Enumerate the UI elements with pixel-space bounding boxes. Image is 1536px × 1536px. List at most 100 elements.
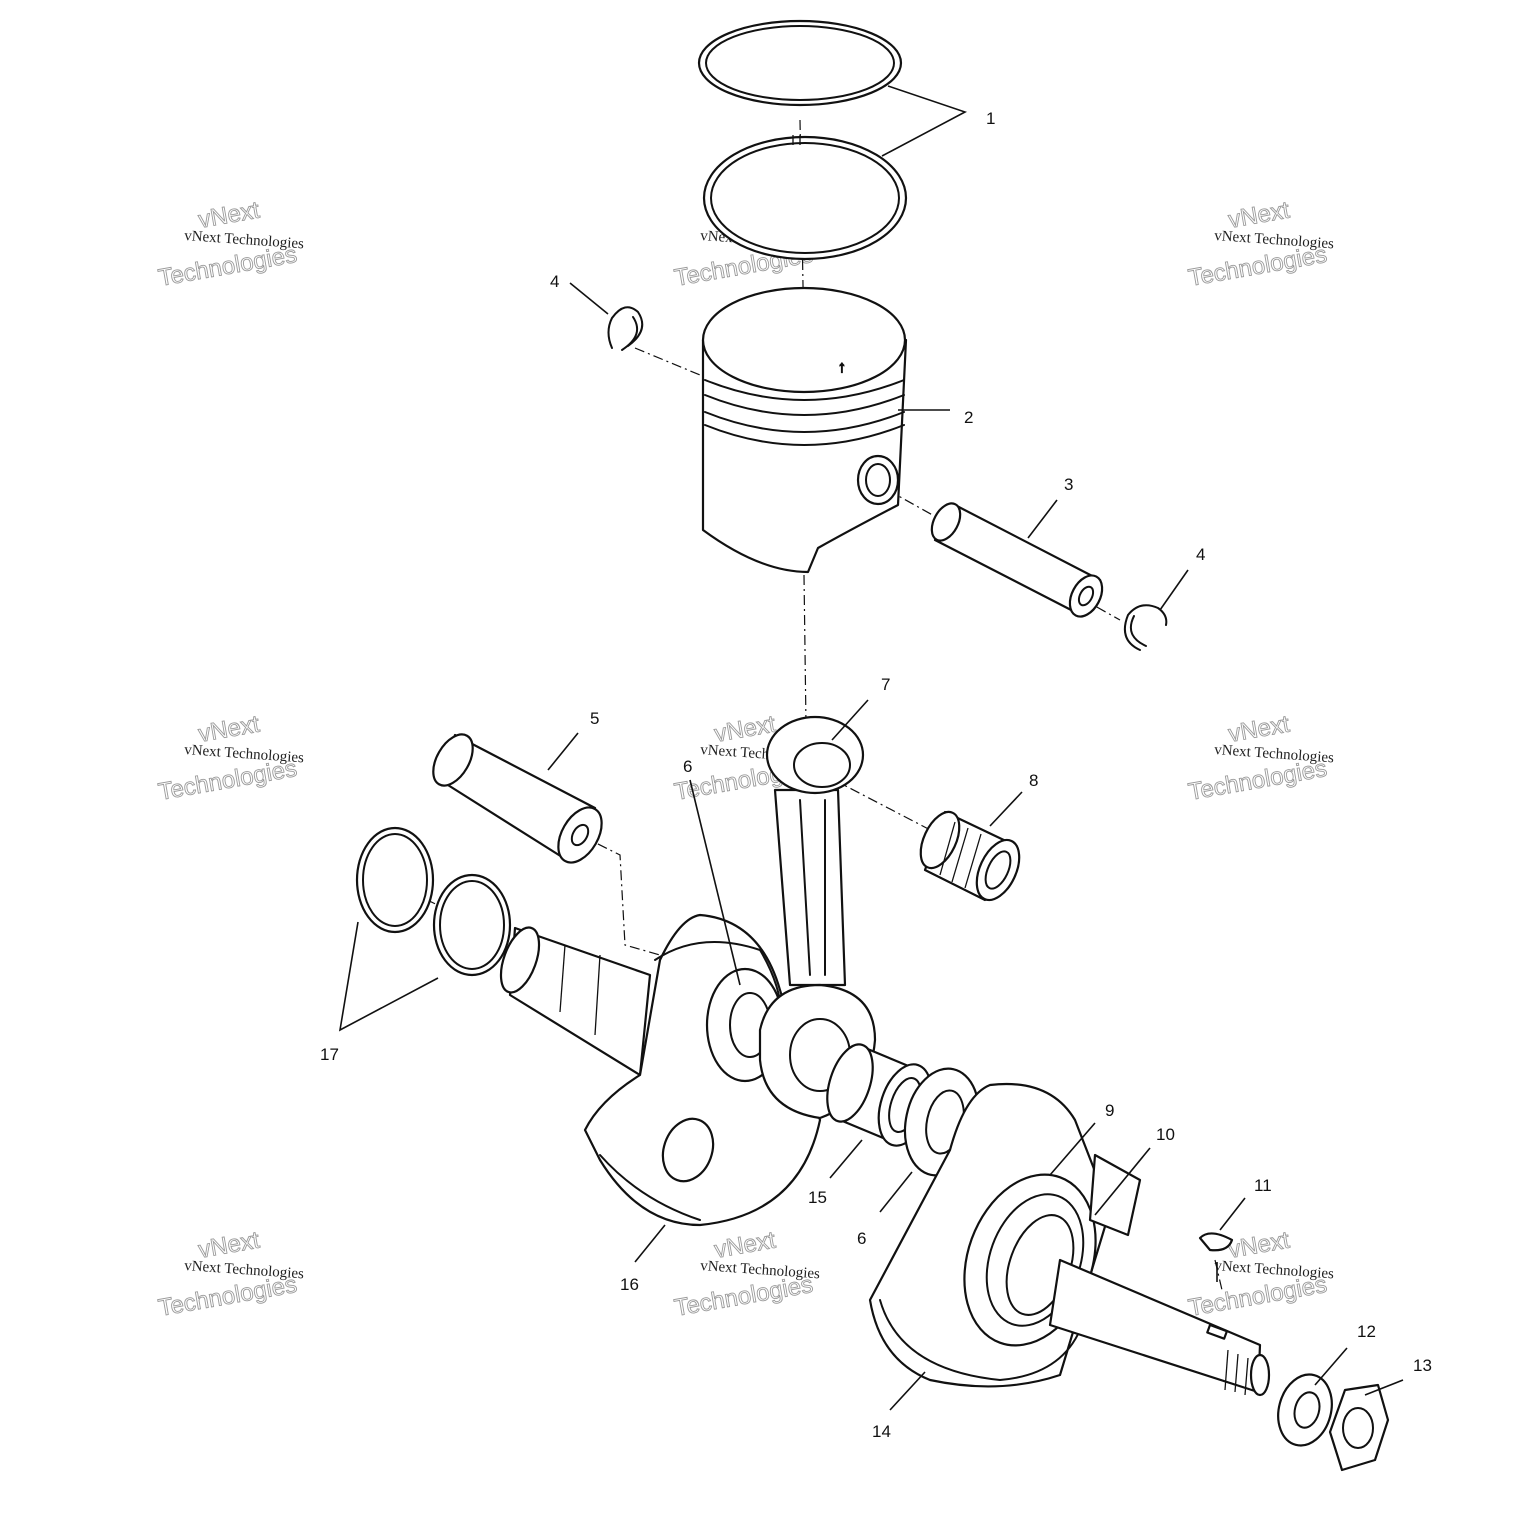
crank-left-web-bottom <box>599 1154 701 1221</box>
seal-inner <box>432 873 512 977</box>
callout-6-bottom: 6 <box>857 1229 866 1248</box>
seal-outer-inner <box>362 833 428 927</box>
watermark-small-line: vNext Technologies <box>700 1258 821 1282</box>
callout-13: 13 <box>1413 1356 1432 1375</box>
piston-pin <box>930 502 1104 618</box>
watermark-small-line: vNext Technologies <box>184 1258 305 1282</box>
watermark: vNext Technologies vNext Technologies <box>1186 710 1335 806</box>
leader-6-bottom <box>879 1171 913 1213</box>
shaft-step-line <box>594 954 601 1036</box>
callout-6-top: 6 <box>683 757 692 776</box>
shaft-thread-line <box>1234 1353 1239 1393</box>
piston-rings <box>697 19 908 261</box>
crank-right-tapered-shaft <box>1048 1258 1262 1394</box>
callout-10: 10 <box>1156 1125 1175 1144</box>
callout-4-left: 4 <box>550 272 559 291</box>
leader-3 <box>1027 499 1058 539</box>
crank-pin-end-right <box>557 806 603 864</box>
crank-right-web-edge <box>879 1299 1081 1381</box>
callout-9: 9 <box>1105 1101 1114 1120</box>
circlip-left-axis-line <box>634 347 701 376</box>
needle-bearing-bore <box>984 850 1012 890</box>
callout-2: 2 <box>964 408 973 427</box>
crank-left-counterweight-hole <box>661 1117 715 1183</box>
watermark: vNext Technologies vNext Technologies <box>156 710 305 806</box>
watermark-small-line: vNext Technologies <box>1214 1258 1335 1282</box>
watermark: vNext Technologies vNext Technologies <box>672 1226 821 1322</box>
circlip-left-inner <box>621 316 639 351</box>
needle-roller <box>939 821 956 876</box>
leader-5 <box>547 732 579 771</box>
watermark-big-line-1: vNext <box>712 711 777 748</box>
watermark-big-line-1: vNext <box>196 1227 261 1264</box>
leader-7 <box>831 699 869 741</box>
shaft-thread-line <box>1244 1357 1249 1396</box>
circlip-right <box>1124 604 1168 651</box>
circlip-right-inner <box>1130 615 1147 647</box>
leader-10 <box>1094 1147 1151 1216</box>
shaft-washer <box>1277 1373 1333 1447</box>
watermark-big-line-1: vNext <box>1226 1227 1291 1264</box>
bearing-retainer-clip <box>1088 1153 1142 1237</box>
conrod-small-end <box>765 715 865 795</box>
leader-11 <box>1219 1197 1246 1231</box>
piston-ring-groove <box>704 394 905 416</box>
leader-6-top <box>689 779 741 986</box>
callout-17: 17 <box>320 1045 339 1064</box>
leader-4-left <box>569 282 609 315</box>
seal-outer <box>355 826 435 934</box>
piston-crown <box>701 286 907 394</box>
crankpin-axis-line <box>579 834 661 956</box>
piston-ring-second <box>702 135 908 261</box>
leader-16 <box>634 1224 666 1263</box>
piston-pin-bore <box>1077 585 1095 607</box>
callout-16: 16 <box>620 1275 639 1294</box>
callout-5: 5 <box>590 709 599 728</box>
leader-15 <box>829 1139 863 1179</box>
piston-pin-bore <box>865 463 891 497</box>
piston-rod-axis-line <box>803 574 807 726</box>
conrod-beam <box>773 788 847 987</box>
shaft-thread-line <box>1224 1349 1229 1391</box>
crank-pin-end-left <box>432 733 474 787</box>
watermark-small-line: vNext Technologies <box>184 228 305 252</box>
leader-14 <box>889 1371 926 1411</box>
leader-8 <box>989 791 1023 827</box>
piston-pin-boss <box>856 454 900 506</box>
callout-7: 7 <box>881 675 890 694</box>
crank-pin-bore <box>570 823 590 847</box>
needle-bearing-end-left <box>919 810 961 870</box>
piston-ring-top <box>697 19 903 107</box>
callout-8: 8 <box>1029 771 1038 790</box>
callout-14: 14 <box>872 1422 891 1441</box>
crank-left-shaft-end <box>499 926 541 994</box>
crank-seals <box>355 826 512 977</box>
needle-bearing-small <box>919 810 1021 902</box>
seal-inner-inner <box>439 880 505 970</box>
key-axis-line <box>1214 1259 1223 1291</box>
watermark-small-line: vNext Technologies <box>1214 228 1335 252</box>
watermark-big-line-1: vNext <box>712 1227 777 1264</box>
woodruff-key <box>1198 1232 1234 1252</box>
needle-roller <box>951 827 969 883</box>
shaft-step-line <box>559 944 566 1013</box>
watermark: vNext Technologies vNext Technologies <box>1186 196 1335 292</box>
leader-12 <box>1314 1347 1348 1386</box>
piston-ring-groove <box>704 411 905 433</box>
circlip-right-ring <box>1124 604 1168 651</box>
shaft-washer-hole <box>1293 1391 1321 1429</box>
keyway-slot <box>1206 1323 1229 1340</box>
crank-half-right <box>868 1082 1271 1397</box>
leader-17 <box>338 921 439 1032</box>
conrod-small-end-bore <box>793 742 851 788</box>
watermark-big-line-1: vNext <box>196 711 261 748</box>
callout-labels: 1 2 3 4 4 5 6 6 7 8 9 10 11 12 13 14 15 … <box>320 109 1432 1441</box>
shaft-nut-hex <box>1328 1383 1390 1472</box>
piston-skirt <box>701 338 908 574</box>
piston-arrow-mark: ↑ <box>838 359 846 376</box>
watermark: vNext Technologies vNext Technologies <box>156 1226 305 1322</box>
leader-4-right <box>1159 569 1189 611</box>
watermark-big-line-1: vNext <box>1226 197 1291 234</box>
callout-15: 15 <box>808 1188 827 1207</box>
